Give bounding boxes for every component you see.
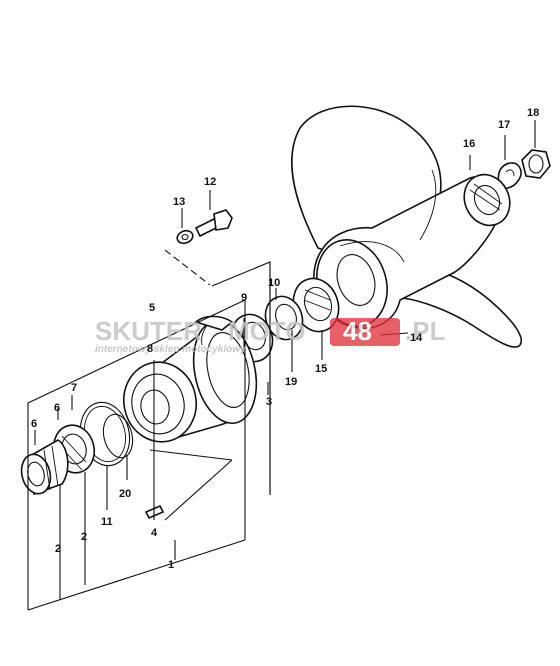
propeller-hub-bore <box>336 254 376 306</box>
callout-14: 14 <box>410 332 423 344</box>
callout-10: 10 <box>268 277 280 289</box>
bearing-housing <box>123 315 258 443</box>
watermark-brand-right: 48 <box>343 316 372 346</box>
callout-5: 5 <box>149 302 155 314</box>
callout-12: 12 <box>204 176 216 188</box>
callout-3: 3 <box>266 396 272 408</box>
watermark: SKUTER MOTO 48 .PL internetowy sklep mot… <box>95 316 446 355</box>
callout-2-b: 2 <box>81 531 87 543</box>
callout-11: 11 <box>101 516 113 528</box>
callout-6-b: 6 <box>31 418 37 430</box>
callout-20: 20 <box>119 488 131 500</box>
watermark-brand-left: SKUTER <box>95 316 202 346</box>
callout-19: 19 <box>285 376 297 388</box>
housing-bolt <box>194 209 233 238</box>
callout-13: 13 <box>173 196 185 208</box>
propeller-blade-edge <box>419 169 437 241</box>
circlip <box>102 413 134 459</box>
watermark-badge <box>330 318 400 346</box>
callout-15: 15 <box>315 363 327 375</box>
propeller-exhaust-ring <box>339 241 405 263</box>
thrust-washer <box>463 173 511 227</box>
watermark-brand-mid: MOTO <box>228 316 306 346</box>
callout-2-a: 2 <box>55 543 61 555</box>
propeller <box>290 105 522 348</box>
callout-4: 4 <box>151 527 158 539</box>
callout-6-a: 6 <box>54 402 60 414</box>
callout-1: 1 <box>168 559 174 571</box>
callout-16: 16 <box>463 138 475 150</box>
watermark-tagline: internetowy sklep motocyklowy <box>95 344 246 355</box>
watermark-brand-tld: .PL <box>405 316 446 346</box>
needle-bearing-inner <box>20 439 69 496</box>
callout-17: 17 <box>498 119 510 131</box>
propeller-nut <box>521 149 551 179</box>
assembly-leaders <box>27 120 536 611</box>
callout-7: 7 <box>71 382 77 394</box>
callout-labels: 1 2 2 3 4 5 6 6 7 8 9 10 11 12 13 14 15 … <box>31 107 539 571</box>
bolt-washer <box>176 229 194 245</box>
callout-9: 9 <box>241 292 247 304</box>
callout-8: 8 <box>147 343 153 355</box>
callout-18: 18 <box>527 107 539 119</box>
